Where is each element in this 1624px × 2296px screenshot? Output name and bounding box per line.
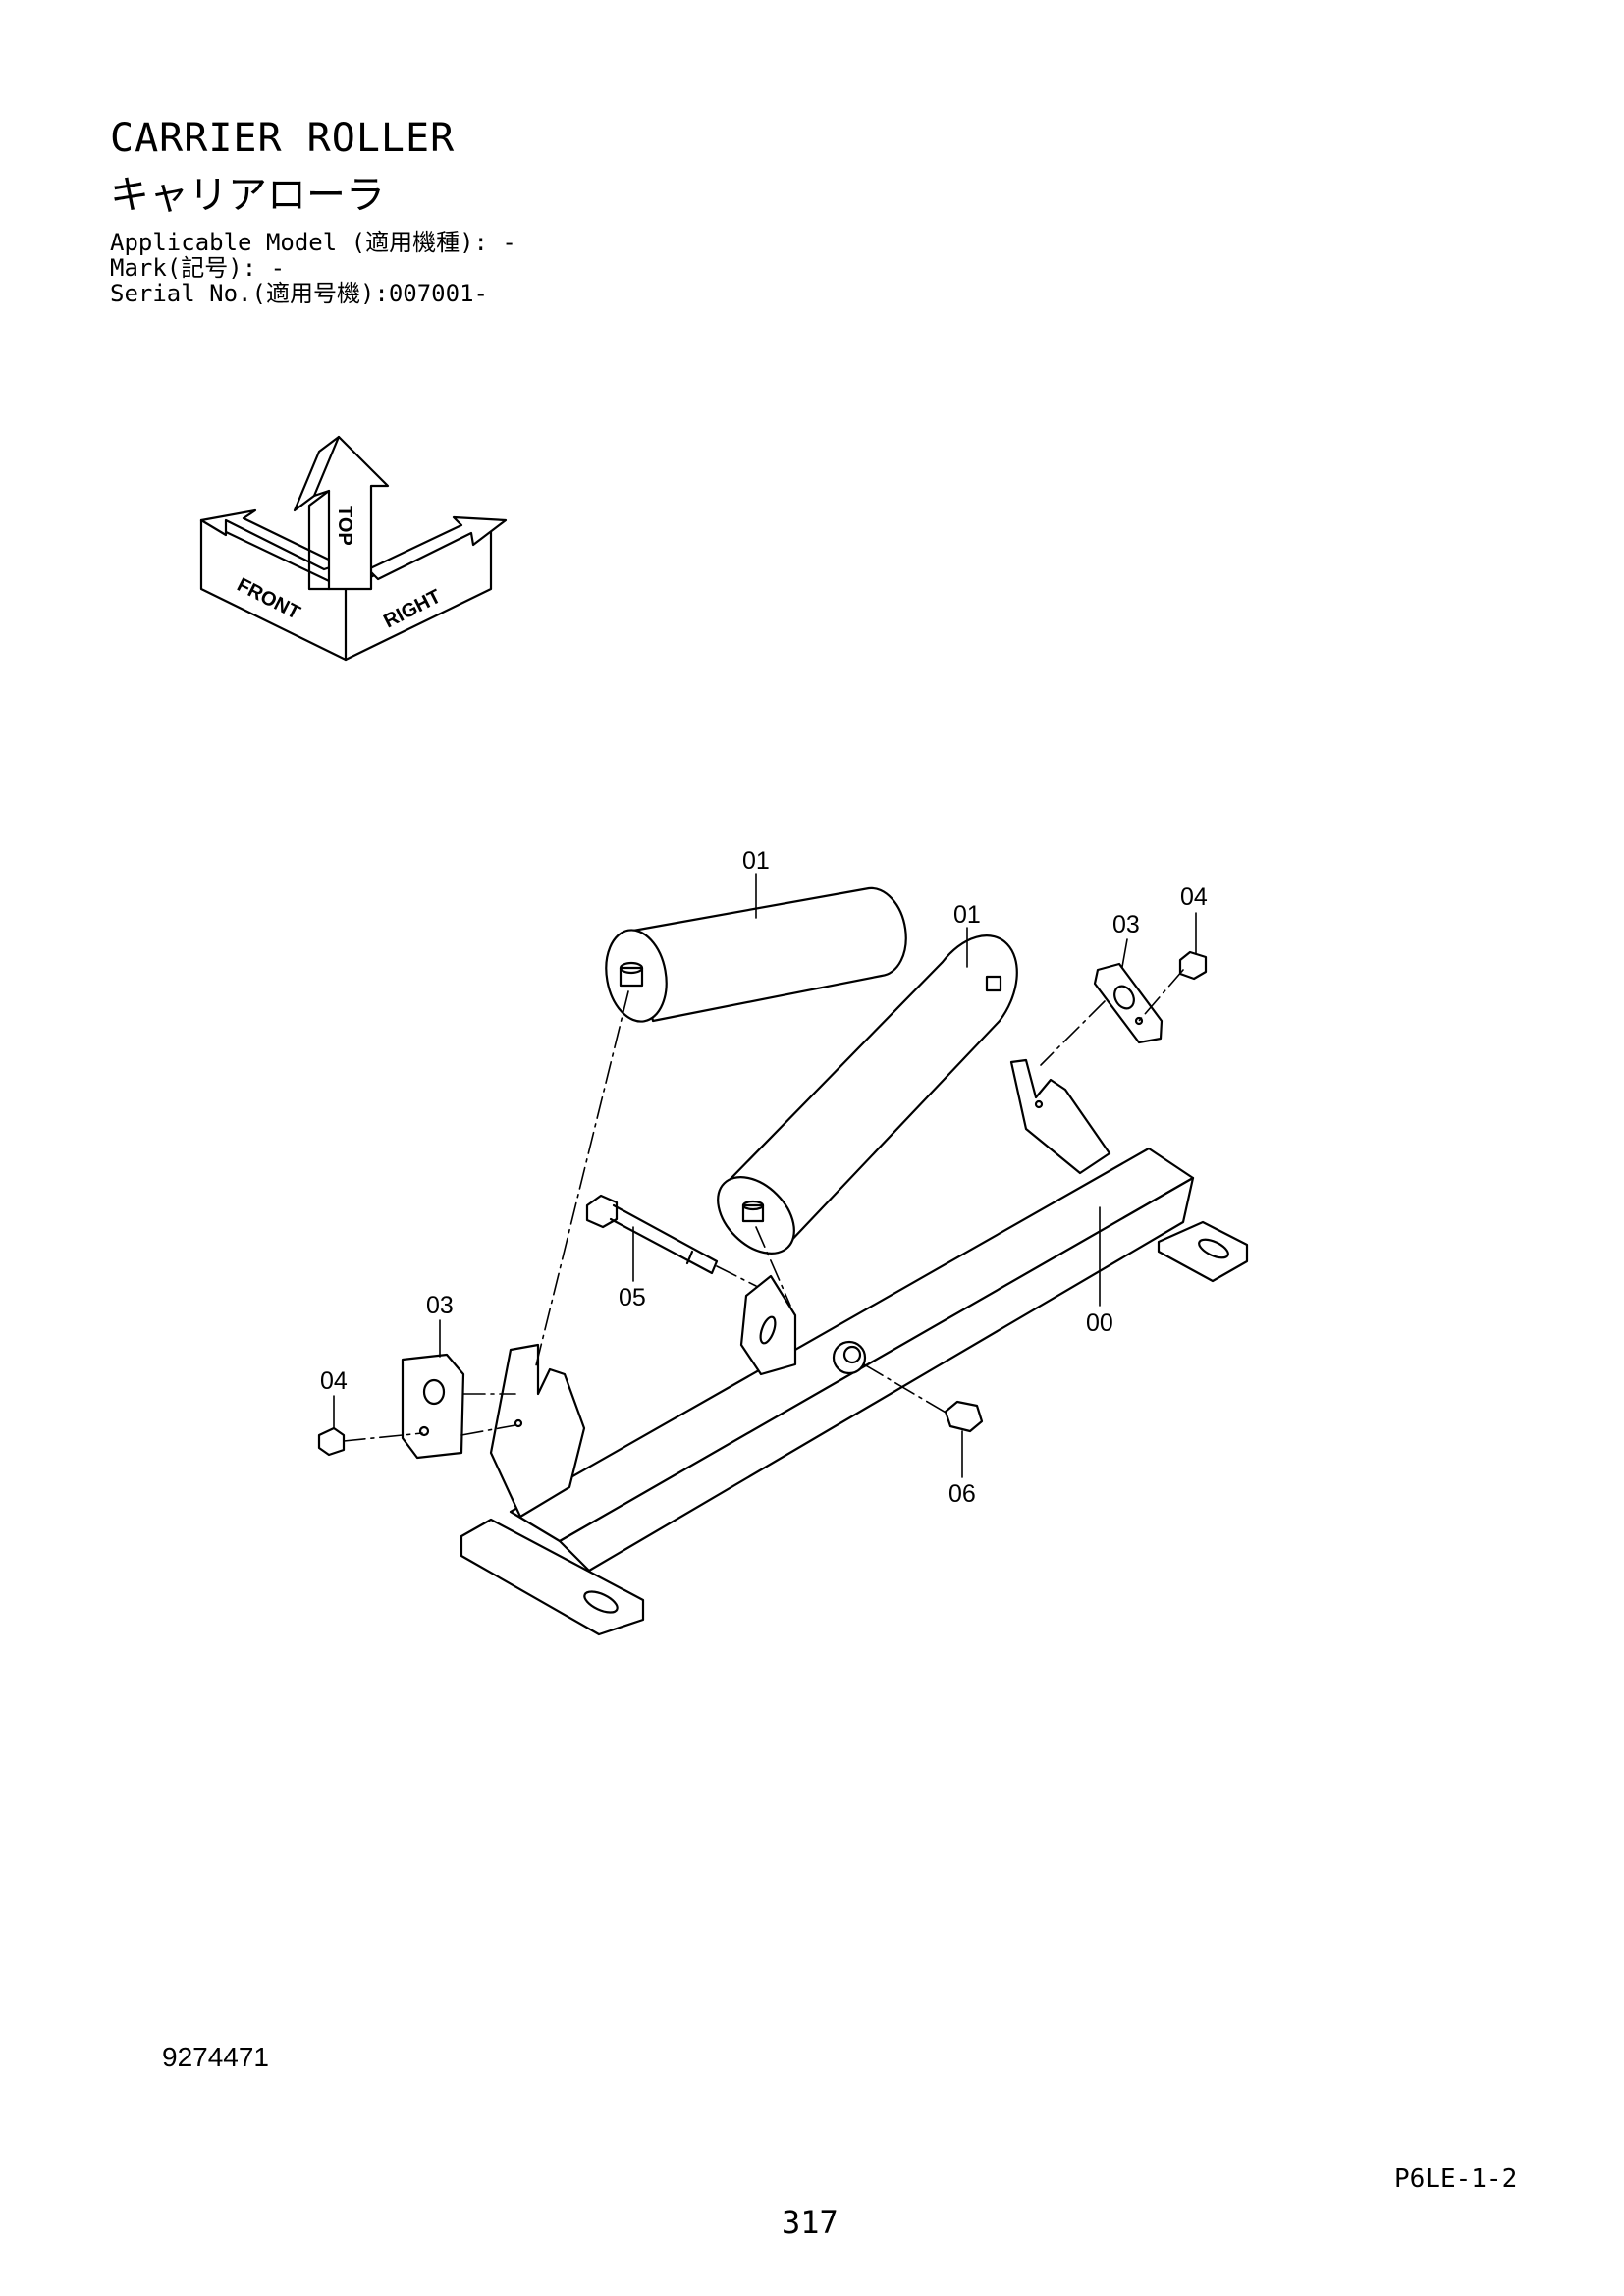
front-arrow — [199, 508, 341, 571]
frame-right-foot — [1157, 1220, 1249, 1283]
left-bracket-plate — [489, 1343, 586, 1519]
bolt-small-right — [1178, 950, 1208, 981]
mark: Mark(記号): - — [110, 254, 286, 282]
top-arrow-face-side — [307, 489, 331, 591]
bolt-long — [585, 1194, 719, 1275]
assembly-line-left-plate-lower — [460, 1424, 516, 1436]
roller-upper-shaft-end — [619, 961, 644, 975]
frame-right-slot — [1198, 1238, 1229, 1259]
top-arrow-face — [293, 435, 341, 512]
center-support-block — [739, 1274, 797, 1376]
right-bracket-hole — [1034, 1099, 1044, 1109]
frame-left-foot — [460, 1518, 645, 1636]
roller-upper — [605, 886, 907, 1023]
washer-plate-left-small-hole — [418, 1425, 430, 1437]
nut-body — [944, 1400, 984, 1433]
roller-lower — [717, 934, 1018, 1255]
document-number: 9274471 — [162, 2042, 270, 2072]
frame-side-face — [558, 1176, 1195, 1573]
bolt-small-right-head — [1178, 950, 1208, 981]
part-label-04-right: 04 — [1180, 883, 1208, 911]
page-title-japanese: キャリアローラ — [110, 173, 385, 218]
washer-plate-right — [1093, 962, 1164, 1044]
page-title: CARRIER ROLLER — [110, 116, 456, 161]
assembly-lines — [343, 969, 1184, 1442]
washer-plate-right-hole — [1113, 985, 1135, 1010]
bolt-long-shank — [609, 1203, 719, 1275]
roller-lower-body — [725, 934, 1018, 1249]
assembly-line-nut — [863, 1363, 948, 1415]
roller-upper-body — [631, 886, 907, 1023]
assembly-line-right-plate — [1040, 1000, 1106, 1066]
part-label-01-upper: 01 — [742, 847, 770, 875]
leader-03-right — [1121, 938, 1128, 968]
washer-plate-right-small-hole — [1134, 1016, 1144, 1026]
part-label-03-left: 03 — [426, 1292, 454, 1319]
spacer-hole — [842, 1345, 862, 1364]
part-label-03-right: 03 — [1112, 911, 1140, 938]
assembly-line-bolt — [716, 1265, 757, 1287]
top-label: TOP — [334, 506, 355, 546]
serial-number: Serial No.(適用号機):007001- — [110, 280, 488, 307]
right-bracket-plate — [1009, 1058, 1111, 1175]
washer-plate-left-hole — [422, 1378, 446, 1406]
page-number: 317 — [782, 2204, 839, 2241]
assembly-line-upper-roller — [534, 990, 629, 1370]
part-label-05: 05 — [619, 1284, 646, 1311]
washer-plate-left — [401, 1353, 465, 1460]
assembly-line-right-bolt — [1138, 969, 1184, 1022]
part-label-00: 00 — [1086, 1309, 1113, 1337]
center-support-slot — [759, 1315, 777, 1345]
bolt-small-left — [317, 1426, 346, 1457]
part-label-01-lower: 01 — [953, 901, 981, 929]
bolt-long-thread — [685, 1250, 694, 1265]
center-support — [739, 1274, 797, 1376]
part-label-06: 06 — [948, 1480, 976, 1508]
assembly-line-lower-roller — [755, 1226, 791, 1307]
washer-plate-right-body — [1093, 962, 1164, 1044]
leader-lines — [333, 873, 1197, 1478]
roller-lower-shaft-end — [741, 1200, 765, 1211]
bolt-long-head — [585, 1194, 619, 1229]
roller-lower-far-shaft — [985, 975, 1002, 992]
left-bracket-hole — [514, 1418, 523, 1428]
nut — [944, 1400, 984, 1433]
washer-plate-left-body — [401, 1353, 465, 1460]
orientation-indicator: FRONT TOP RIGHT — [199, 435, 508, 662]
spacer — [832, 1340, 867, 1375]
base-frame — [460, 1147, 1249, 1636]
right-bracket — [1009, 1058, 1111, 1175]
right-arrow — [366, 515, 508, 581]
bolt-small-left-head — [317, 1426, 346, 1457]
part-label-04-left: 04 — [320, 1367, 348, 1395]
sheet-reference: P6LE-1-2 — [1394, 2164, 1518, 2194]
frame-left-slot — [583, 1590, 619, 1614]
left-bracket — [489, 1343, 586, 1519]
applicable-model: Applicable Model (適用機種): - — [110, 229, 516, 256]
assembly-line-left-bolt — [343, 1432, 423, 1442]
